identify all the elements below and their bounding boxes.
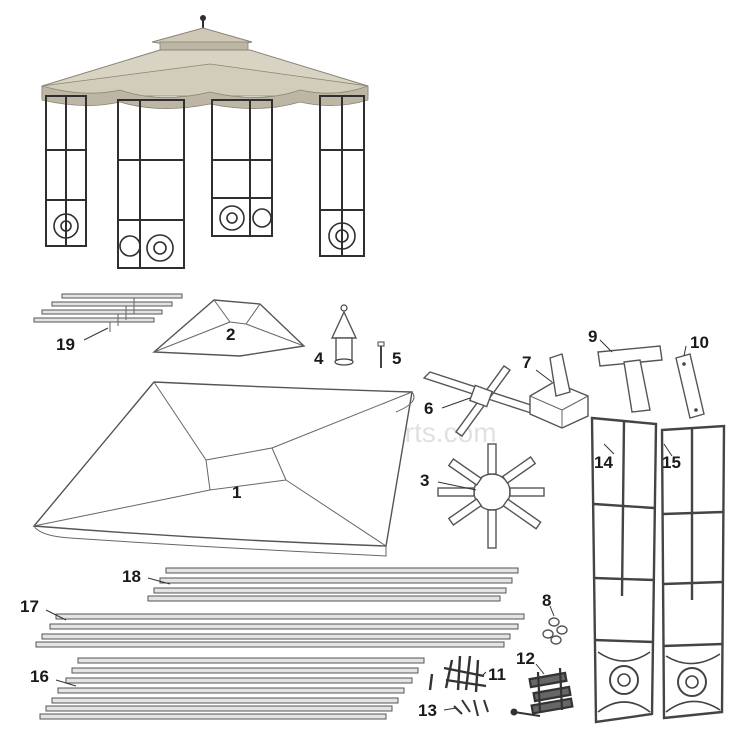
part-19-tubes <box>33 293 183 332</box>
part-18-tubes <box>147 567 519 602</box>
part-9-t-bracket <box>597 345 663 413</box>
part-label-8: 8 <box>542 591 551 610</box>
part-label-19: 19 <box>56 335 75 354</box>
part-12-plates <box>528 667 574 715</box>
part-label-12: 12 <box>516 649 535 668</box>
part-4-finial <box>330 304 358 366</box>
part-label-7: 7 <box>522 353 531 372</box>
part-15-side-panel <box>660 424 726 720</box>
part-5-screw <box>377 341 385 368</box>
part-7-corner-bracket <box>529 353 589 429</box>
part-label-5: 5 <box>392 349 401 368</box>
part-17-tubes <box>35 613 525 648</box>
part-16-tubes <box>39 657 425 720</box>
assembled-gazebo-illustration <box>41 15 369 269</box>
part-label-1: 1 <box>232 483 241 502</box>
part-label-2: 2 <box>226 325 235 344</box>
part-label-3: 3 <box>420 471 429 490</box>
part-label-14: 14 <box>594 453 613 472</box>
part-label-9: 9 <box>588 327 597 346</box>
part-14-side-panel <box>590 416 658 724</box>
part-8-caps <box>542 617 568 645</box>
part-label-13: 13 <box>418 701 437 720</box>
part-label-15: 15 <box>662 453 681 472</box>
part-13-bolts <box>453 699 541 717</box>
part-label-6: 6 <box>424 399 433 418</box>
part-label-4: 4 <box>314 349 324 368</box>
part-label-10: 10 <box>690 333 709 352</box>
part-label-16: 16 <box>30 667 49 686</box>
part-11-screws <box>428 655 487 693</box>
part-2-top-canopy <box>152 299 306 357</box>
part-3-spider-hub <box>437 443 545 549</box>
part-label-18: 18 <box>122 567 141 586</box>
part-label-11: 11 <box>488 665 506 684</box>
part-6-top-hub <box>422 365 542 437</box>
part-10-flat-bracket <box>675 353 705 419</box>
part-label-17: 17 <box>20 597 39 616</box>
part-1-main-canopy <box>32 381 415 557</box>
